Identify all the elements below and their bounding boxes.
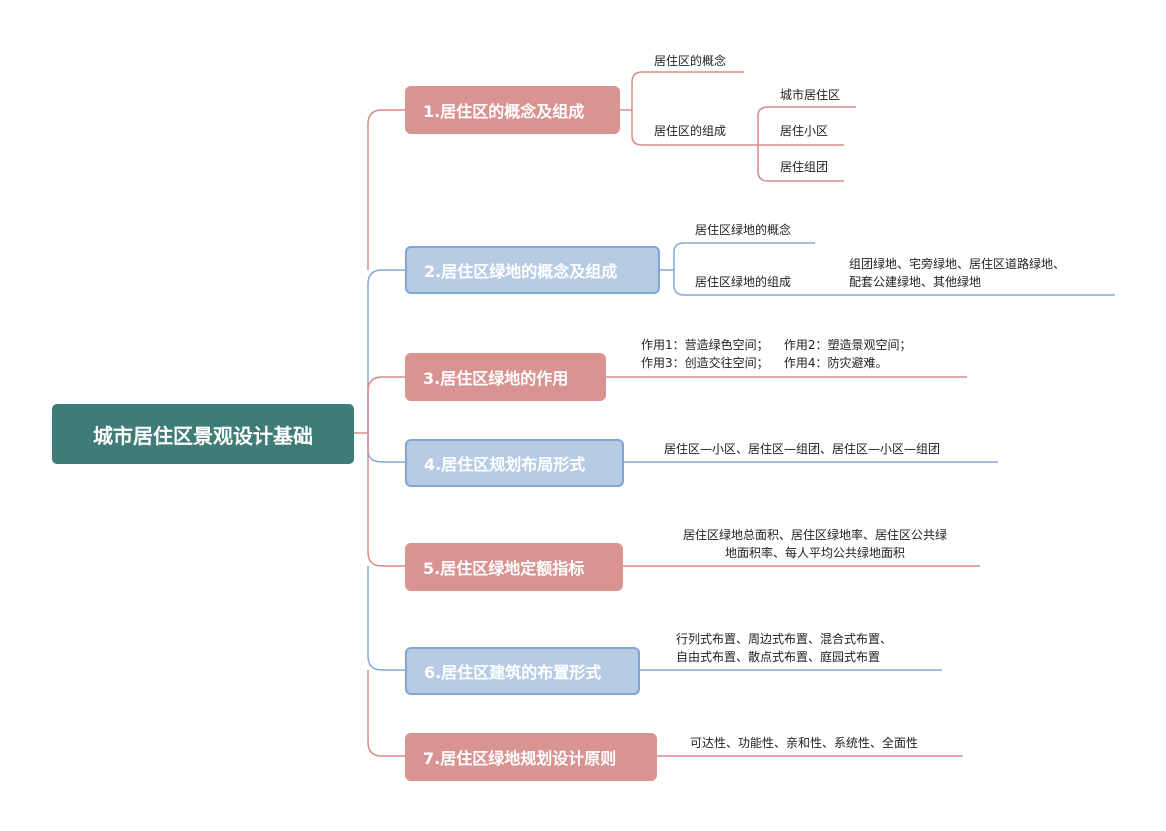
leaf-b6-line-2: 自由式布置、散点式布置、庭园式布置: [676, 650, 881, 664]
leaf-b1-zutuan[interactable]: 居住组团: [780, 160, 829, 174]
leaf-b5-line-2: 地面积率、每人平均公共绿地面积: [724, 546, 905, 560]
trunk-to-branch-2: [367, 269, 405, 433]
leaf-b2-detail-line-2: 配套公建绿地、其他绿地: [849, 275, 982, 289]
leaf-b5-line-1: 居住区绿地总面积、居住区绿地率、居住区公共绿: [682, 528, 947, 542]
trunk-to-branch-6: [367, 566, 405, 671]
underline-b2-concept: [673, 242, 815, 270]
branch-2[interactable]: 2.居住区绿地的概念及组成: [405, 246, 660, 294]
trunk-to-branch-1: [367, 109, 405, 270]
leaf-b1-concept[interactable]: 居住区的概念: [654, 54, 727, 68]
branch-4[interactable]: 4.居住区规划布局形式: [405, 439, 624, 487]
leaf-b6-line-1: 行列式布置、周边式布置、混合式布置、: [676, 632, 893, 646]
leaf-b3-line-2: 作用3：创造交往空间； 作用4：防灾避难。: [641, 356, 888, 370]
leaf-b2-composition[interactable]: 居住区绿地的组成: [695, 275, 792, 289]
branch-6[interactable]: 6.居住区建筑的布置形式: [405, 647, 640, 695]
branch-5[interactable]: 5.居住区绿地定额指标: [405, 543, 623, 591]
branch-1[interactable]: 1.居住区的概念及组成: [405, 86, 620, 134]
leaf-b7-line-1: 可达性、功能性、亲和性、系统性、全面性: [690, 736, 919, 750]
underline-b1-concept: [631, 71, 744, 110]
underline-b2-composition: [673, 270, 1115, 296]
underline-b1-city: [757, 106, 856, 145]
branch-3[interactable]: 3.居住区绿地的作用: [405, 353, 606, 401]
leaf-b1-xiaoqu[interactable]: 居住小区: [780, 124, 829, 138]
leaf-b4-line-1: 居住区—小区、居住区—组团、居住区—小区—组团: [664, 442, 941, 456]
leaf-b1-city[interactable]: 城市居住区: [780, 88, 841, 102]
underline-b1-composition: [631, 110, 758, 146]
leaf-b2-detail-line-1: 组团绿地、宅旁绿地、居住区道路绿地、: [849, 257, 1066, 271]
trunk-to-branch-5: [367, 433, 405, 567]
trunk-to-branch-7: [367, 670, 405, 757]
trunk-to-branch-3: [367, 376, 405, 433]
root-topic[interactable]: 城市居住区景观设计基础: [52, 404, 354, 464]
underline-b1-zutuan: [757, 145, 844, 182]
leaf-b2-concept[interactable]: 居住区绿地的概念: [695, 223, 792, 237]
branch-7[interactable]: 7.居住区绿地规划设计原则: [405, 733, 657, 781]
leaf-b3-line-1: 作用1：营造绿色空间； 作用2：塑造景观空间；: [641, 338, 912, 352]
trunk-to-branch-4: [367, 433, 405, 463]
leaf-b1-composition[interactable]: 居住区的组成: [654, 124, 727, 138]
